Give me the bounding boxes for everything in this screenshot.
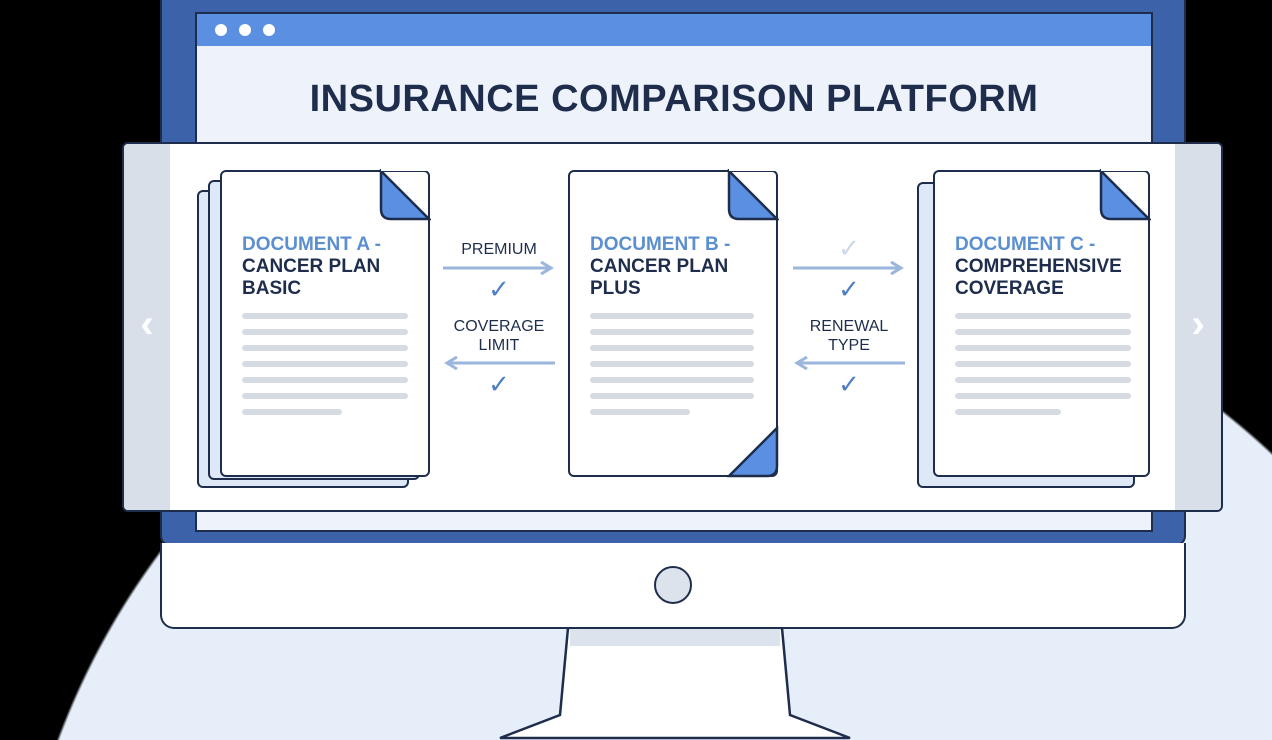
label-line: LIMIT bbox=[478, 337, 520, 354]
window-minimize-button[interactable] bbox=[239, 24, 251, 36]
text-line bbox=[955, 393, 1131, 399]
check-icon: ✓ bbox=[488, 369, 510, 399]
window-maximize-button[interactable] bbox=[263, 24, 275, 36]
page-title: INSURANCE COMPARISON PLATFORM bbox=[309, 78, 1039, 120]
document-card-a[interactable]: DOCUMENT A - CANCER PLAN BASIC bbox=[220, 169, 431, 477]
check-icon: ✓ bbox=[488, 274, 510, 304]
document-card-b[interactable]: DOCUMENT B - CANCER PLAN PLUS bbox=[568, 169, 779, 478]
text-line bbox=[242, 361, 408, 367]
monitor-stand bbox=[499, 626, 851, 740]
arrow-right-icon bbox=[443, 261, 554, 275]
text-line bbox=[590, 313, 754, 319]
text-line bbox=[955, 329, 1131, 335]
carousel-prev-button[interactable]: ‹ bbox=[124, 144, 170, 510]
comparison-label-renewal-type: RENEWAL TYPE bbox=[793, 317, 905, 355]
page-curl-icon bbox=[727, 426, 779, 478]
text-line bbox=[590, 345, 754, 351]
text-line bbox=[242, 313, 408, 319]
text-line bbox=[590, 377, 754, 383]
text-line bbox=[242, 345, 408, 351]
page-fold-icon bbox=[727, 169, 779, 221]
document-label: DOCUMENT B - bbox=[590, 234, 731, 255]
text-line bbox=[955, 345, 1131, 351]
text-line bbox=[590, 393, 754, 399]
check-icon-faded: ✓ bbox=[838, 233, 860, 263]
window-close-button[interactable] bbox=[215, 24, 227, 36]
text-line bbox=[590, 361, 754, 367]
page-fold-icon bbox=[1099, 169, 1151, 221]
text-line bbox=[590, 409, 690, 415]
chevron-right-icon: › bbox=[1191, 302, 1205, 346]
text-line bbox=[955, 377, 1131, 383]
page-fold-icon bbox=[379, 169, 431, 221]
document-label: DOCUMENT C - bbox=[955, 234, 1096, 255]
label-line: RENEWAL bbox=[809, 318, 889, 335]
document-name: BASIC bbox=[242, 278, 302, 299]
arrow-left-icon bbox=[444, 356, 555, 370]
document-name: PLUS bbox=[590, 278, 641, 299]
text-line bbox=[242, 393, 408, 399]
document-name: CANCER PLAN bbox=[242, 256, 381, 277]
window-titlebar bbox=[197, 14, 1151, 46]
comparison-label-premium: PREMIUM bbox=[461, 241, 537, 258]
text-line bbox=[242, 409, 342, 415]
text-line bbox=[242, 329, 408, 335]
label-line: TYPE bbox=[828, 337, 870, 354]
chevron-left-icon: ‹ bbox=[140, 302, 154, 346]
text-line bbox=[955, 313, 1131, 319]
label-line: COVERAGE bbox=[453, 318, 545, 335]
arrow-left-icon bbox=[794, 356, 905, 370]
text-line bbox=[242, 377, 408, 383]
document-label: DOCUMENT A - bbox=[242, 234, 381, 255]
document-name: CANCER PLAN bbox=[590, 256, 729, 277]
document-card-c[interactable]: DOCUMENT C - COMPREHENSIVE COVERAGE bbox=[933, 169, 1151, 477]
text-line bbox=[955, 409, 1061, 415]
power-button[interactable] bbox=[654, 566, 692, 604]
document-name: COVERAGE bbox=[955, 278, 1064, 299]
carousel-next-button[interactable]: › bbox=[1175, 144, 1221, 510]
comparison-label-coverage-limit: COVERAGE LIMIT bbox=[443, 317, 555, 355]
check-icon: ✓ bbox=[838, 274, 860, 304]
document-name: COMPREHENSIVE bbox=[955, 256, 1122, 277]
check-icon: ✓ bbox=[838, 369, 860, 399]
text-line bbox=[955, 361, 1131, 367]
arrow-right-icon bbox=[793, 261, 904, 275]
text-line bbox=[590, 329, 754, 335]
